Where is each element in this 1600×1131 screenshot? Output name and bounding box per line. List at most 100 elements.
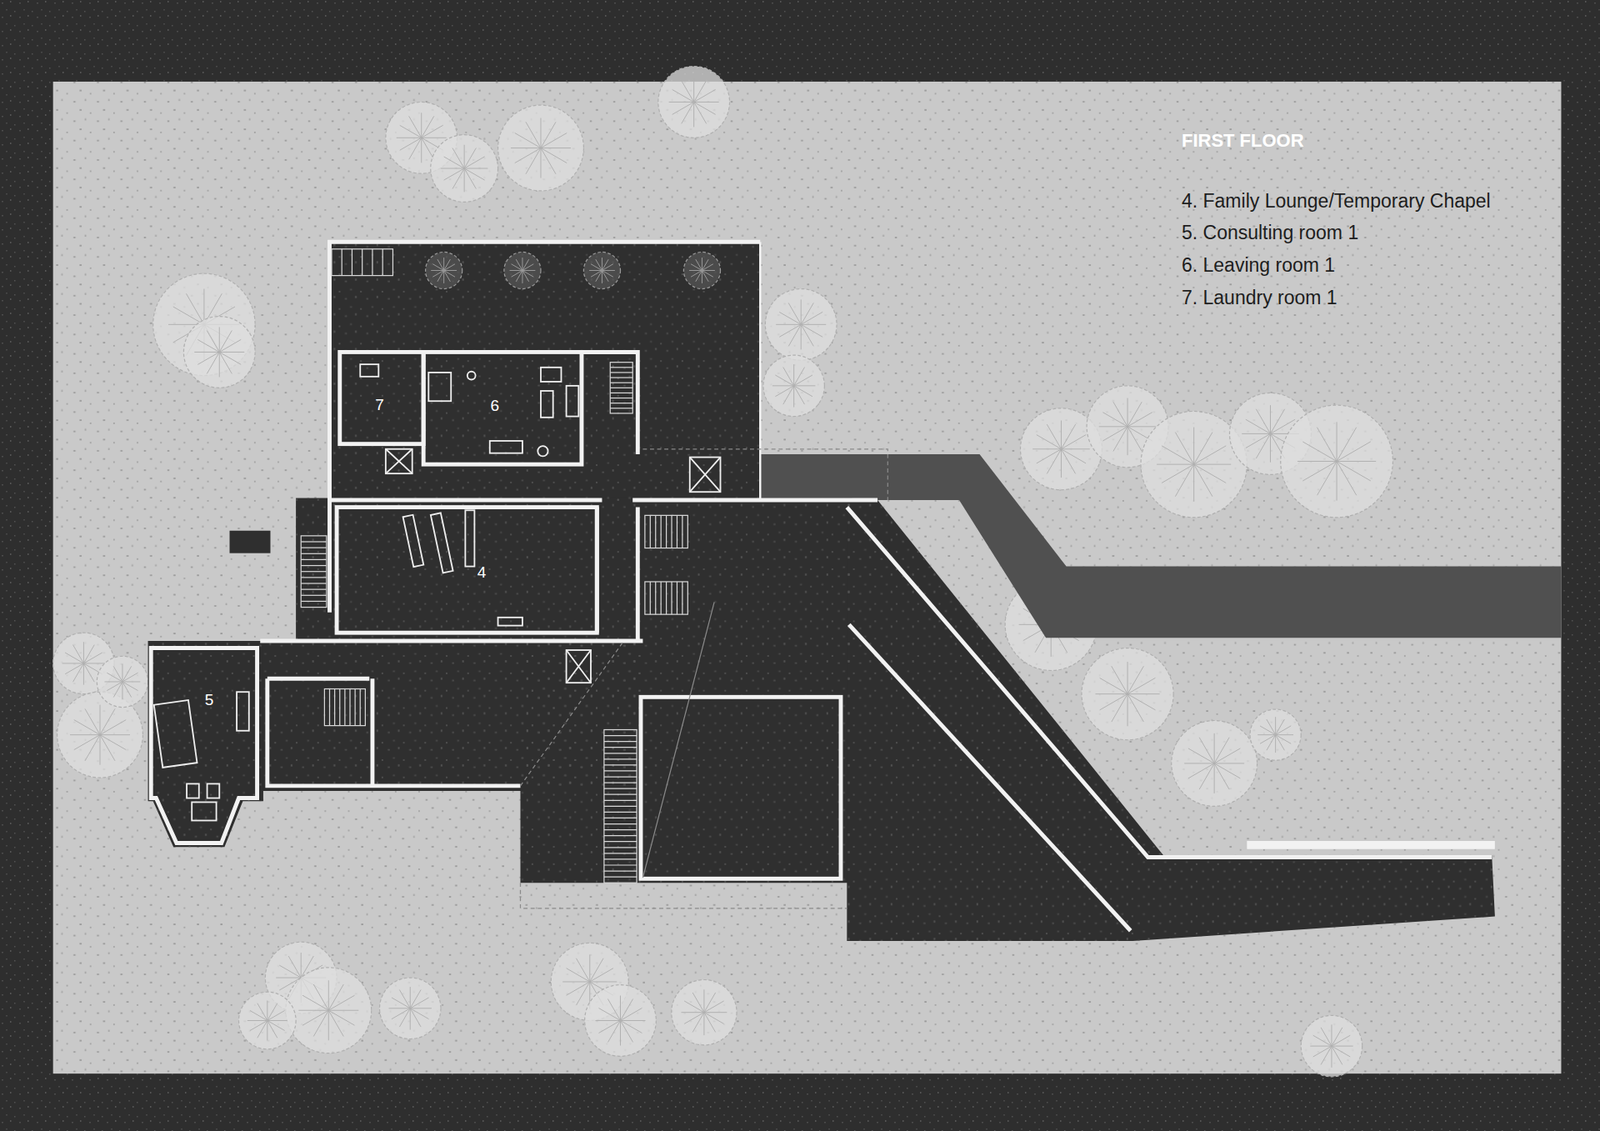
room-number: 5 xyxy=(205,690,215,707)
tree-symbol xyxy=(763,355,825,416)
tree-canopy xyxy=(683,251,720,289)
tree-branches xyxy=(440,145,489,193)
stair-tread xyxy=(604,846,637,848)
tree-branches xyxy=(680,989,727,1035)
tree-branches xyxy=(1297,421,1376,500)
stair-outline xyxy=(645,581,688,615)
stair-tread xyxy=(610,407,633,409)
stair-outline xyxy=(324,689,365,726)
tree-canopy xyxy=(285,967,372,1054)
building xyxy=(148,241,1495,941)
lamp xyxy=(467,371,476,380)
stair-tread xyxy=(610,376,633,378)
tree-canopy xyxy=(96,655,148,707)
stair-tread xyxy=(610,366,633,368)
tree-canopy xyxy=(504,251,541,289)
stair-tread xyxy=(360,689,361,726)
stair-tread xyxy=(610,402,633,404)
stair-tread xyxy=(300,576,327,578)
tree-symbol xyxy=(380,977,441,1039)
texture xyxy=(520,640,852,883)
tree-canopy xyxy=(1171,720,1258,806)
stair-tread xyxy=(361,249,363,276)
stair-tread xyxy=(334,689,335,726)
pew xyxy=(465,510,475,566)
stair-tread xyxy=(329,689,330,726)
stair-tread xyxy=(300,570,327,572)
stair-tread xyxy=(604,781,637,783)
guide-lines xyxy=(520,449,888,909)
stair-tread xyxy=(676,581,678,615)
stair-tread xyxy=(604,876,637,878)
bench xyxy=(498,617,523,626)
stair-tread xyxy=(610,382,633,384)
wall xyxy=(267,678,521,786)
stair-tread xyxy=(610,397,633,399)
stair-tread xyxy=(300,559,327,560)
bay-room xyxy=(148,640,264,847)
tree-symbol xyxy=(1300,1015,1362,1076)
stair-tread xyxy=(604,823,637,825)
tree-branches xyxy=(430,257,457,284)
sofa xyxy=(236,691,250,731)
stair-tread xyxy=(604,794,637,795)
courtyard-trees xyxy=(425,251,721,289)
stair-tread xyxy=(341,249,343,276)
central-hall xyxy=(520,640,852,883)
tree-branches xyxy=(595,995,645,1045)
tree-branches xyxy=(247,1000,288,1040)
tree-branches xyxy=(389,986,432,1030)
tree-symbol xyxy=(671,980,737,1045)
stair-tread xyxy=(665,515,667,548)
stair-tread xyxy=(604,752,637,754)
guide-line xyxy=(642,601,715,878)
stair-tread xyxy=(681,581,683,615)
tree-canopy xyxy=(1250,709,1301,760)
desk xyxy=(191,801,216,820)
tree-canopy xyxy=(430,135,499,203)
stair-tread xyxy=(604,775,637,777)
stair-tread xyxy=(610,392,633,394)
wall xyxy=(150,648,257,844)
tree-symbol xyxy=(1280,405,1394,518)
tree-symbol xyxy=(504,251,541,289)
tree-canopy xyxy=(380,977,441,1039)
room: 6 xyxy=(423,351,582,465)
wall xyxy=(640,696,841,879)
tree-branches xyxy=(1257,716,1294,753)
bed xyxy=(428,372,451,401)
tree-canopy xyxy=(585,985,657,1057)
chair xyxy=(186,783,200,798)
wall xyxy=(370,678,375,786)
tree-branches xyxy=(70,705,130,765)
wall xyxy=(336,507,597,634)
stair-tread xyxy=(650,515,651,548)
wall xyxy=(595,507,600,634)
stair-tread xyxy=(351,249,353,276)
room: 5 xyxy=(150,648,257,843)
furniture xyxy=(154,364,580,820)
stair-tread xyxy=(349,689,350,726)
stair-tread xyxy=(300,547,327,549)
stair-tread xyxy=(604,811,637,813)
treatment-bed xyxy=(154,700,198,768)
tree-branches xyxy=(669,76,720,127)
texture xyxy=(295,498,852,644)
tree-branches xyxy=(1184,733,1245,794)
tree-branches xyxy=(589,257,615,284)
room-key: 7. Laundry room 1 xyxy=(1181,286,1338,310)
tree-symbol xyxy=(765,289,837,361)
stair-tread xyxy=(604,746,637,748)
wall xyxy=(330,241,761,612)
tree-symbol xyxy=(285,967,372,1054)
texture xyxy=(330,241,761,502)
chair xyxy=(207,783,220,798)
sofa xyxy=(566,385,580,417)
tree-symbol xyxy=(1081,648,1174,740)
tree-symbol xyxy=(498,105,585,191)
stair-tread xyxy=(300,589,327,590)
north-block xyxy=(330,241,761,502)
